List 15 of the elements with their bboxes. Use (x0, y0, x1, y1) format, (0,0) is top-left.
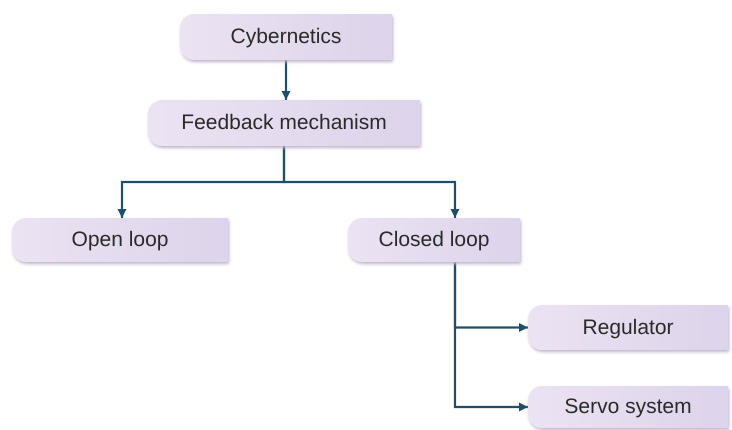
process-box (12, 218, 228, 262)
node-label: Regulator (582, 316, 674, 340)
node-label: Open loop (72, 228, 168, 252)
process-box (348, 218, 520, 262)
process-box (180, 14, 392, 60)
arrow (282, 146, 460, 218)
process-box (528, 386, 728, 428)
node-label: Feedback mechanism (181, 111, 387, 135)
arrow (454, 262, 528, 412)
arrow (282, 60, 290, 100)
process-box (528, 305, 728, 350)
node-label: Closed loop (378, 228, 490, 252)
node-label: Cybernetics (230, 25, 342, 49)
node-label: Servo system (564, 395, 692, 419)
process-box (148, 100, 420, 146)
